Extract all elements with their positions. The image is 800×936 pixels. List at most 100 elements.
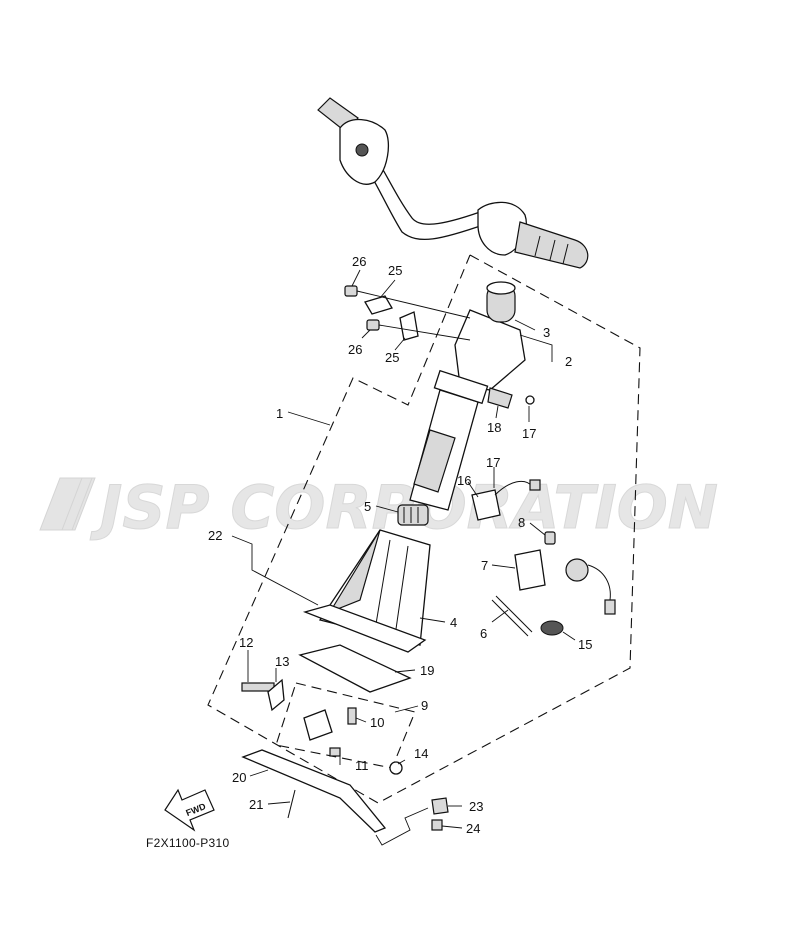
part-4-housing [302, 529, 431, 653]
callout-16: 16 [457, 473, 471, 488]
leader-18 [495, 405, 499, 419]
callout-13: 13 [275, 654, 289, 669]
part-17-screw-upper [525, 395, 535, 405]
callout-22: 22 [208, 528, 222, 543]
callout-26-upper: 26 [352, 254, 366, 269]
part-24-screw [431, 819, 443, 831]
shaft-splines [413, 429, 456, 493]
leader-2 [519, 334, 553, 362]
callout-4: 4 [450, 615, 457, 630]
diagram-code: F2X1100-P310 [146, 836, 229, 850]
part-5 [397, 504, 429, 526]
leader-16 [467, 481, 479, 498]
fwd-arrow-icon: FWD [164, 788, 215, 832]
callout-12: 12 [239, 635, 253, 650]
leader-1 [287, 411, 331, 426]
upper-column [344, 281, 526, 391]
part-26-bolt-upper [344, 285, 358, 297]
part-3-cylinder-top [486, 281, 516, 295]
leader-24 [441, 825, 463, 829]
callout-9: 9 [421, 698, 428, 713]
leader-25 [394, 337, 406, 351]
leader-26 [351, 269, 361, 287]
part-16 [471, 479, 541, 521]
callout-2: 2 [565, 354, 572, 369]
part-16-connector [529, 479, 541, 491]
housing-rib [394, 545, 409, 637]
callout-labels: 1 2 3 4 5 6 7 8 9 10 11 12 13 14 15 16 1… [208, 254, 592, 836]
part-14-nut [389, 761, 403, 775]
callout-7: 7 [481, 558, 488, 573]
bolt-axis-line [378, 324, 471, 341]
part-13-wing-nut [267, 678, 285, 712]
leader-lines [231, 269, 576, 846]
right-grip-ridge [549, 239, 556, 261]
callout-6: 6 [480, 626, 487, 641]
part-6-band [491, 599, 529, 637]
fwd-arrow-shape [164, 788, 215, 832]
right-grip-ridge [562, 243, 569, 265]
leader-19 [394, 669, 416, 673]
part-20-plate [241, 749, 387, 833]
part-10-bolt [347, 707, 357, 725]
shaft-collar [433, 369, 489, 405]
steering-shaft [409, 369, 535, 511]
handlebar [317, 97, 589, 269]
callout-26-lower: 26 [348, 342, 362, 357]
callout-25-upper: 25 [388, 263, 402, 278]
callout-3: 3 [543, 325, 550, 340]
leader-23-24 [375, 807, 429, 846]
callout-23: 23 [469, 799, 483, 814]
callout-14: 14 [414, 746, 428, 761]
callout-20: 20 [232, 770, 246, 785]
leader-21 [267, 801, 291, 805]
callout-21: 21 [249, 797, 263, 812]
leader-3 [514, 319, 536, 331]
housing-base-flange [302, 604, 427, 653]
right-grip [514, 221, 589, 269]
sub-assembly-9-outline [275, 682, 416, 769]
leader-6 [491, 609, 509, 623]
callout-17-lower: 17 [486, 455, 500, 470]
steering-assembly-outline [207, 254, 641, 804]
part-15-nut [540, 620, 564, 636]
leader-4 [419, 617, 446, 623]
leader-26 [361, 329, 371, 339]
callout-10: 10 [370, 715, 384, 730]
leader-9 [394, 705, 419, 713]
callout-8: 8 [518, 515, 525, 530]
callout-19: 19 [420, 663, 434, 678]
part-9-bracket [303, 709, 333, 741]
callout-15: 15 [578, 637, 592, 652]
housing-side [328, 529, 381, 614]
lower-parts [241, 678, 449, 833]
part-15-harness [587, 564, 611, 601]
right-side-parts [491, 531, 616, 637]
part-15-connector [604, 599, 616, 615]
bolt-axis-line [356, 290, 471, 319]
leader-14 [397, 759, 406, 765]
leader-22 [231, 535, 319, 606]
column-bracket [454, 309, 526, 391]
part-8-screw [544, 531, 556, 545]
leader-20 [249, 769, 269, 777]
part-12-bolt [241, 682, 275, 692]
part-25-clamp-upper [364, 295, 393, 315]
leader-5 [375, 505, 399, 513]
callout-24: 24 [466, 821, 480, 836]
left-switch-button [355, 143, 369, 157]
leader-15 [562, 631, 576, 641]
callout-1: 1 [276, 406, 283, 421]
watermark-logo-mark [39, 477, 96, 531]
leader-8 [529, 522, 546, 536]
part-19-gasket [298, 644, 412, 693]
part-5-collar [397, 504, 429, 526]
part-23-clip [431, 797, 449, 815]
callout-18: 18 [487, 420, 501, 435]
part-16-sensor [471, 489, 501, 521]
right-grip-ridge [534, 235, 541, 257]
part-7-bracket [514, 549, 546, 591]
housing-rib [374, 539, 391, 631]
leader-7 [491, 564, 516, 569]
